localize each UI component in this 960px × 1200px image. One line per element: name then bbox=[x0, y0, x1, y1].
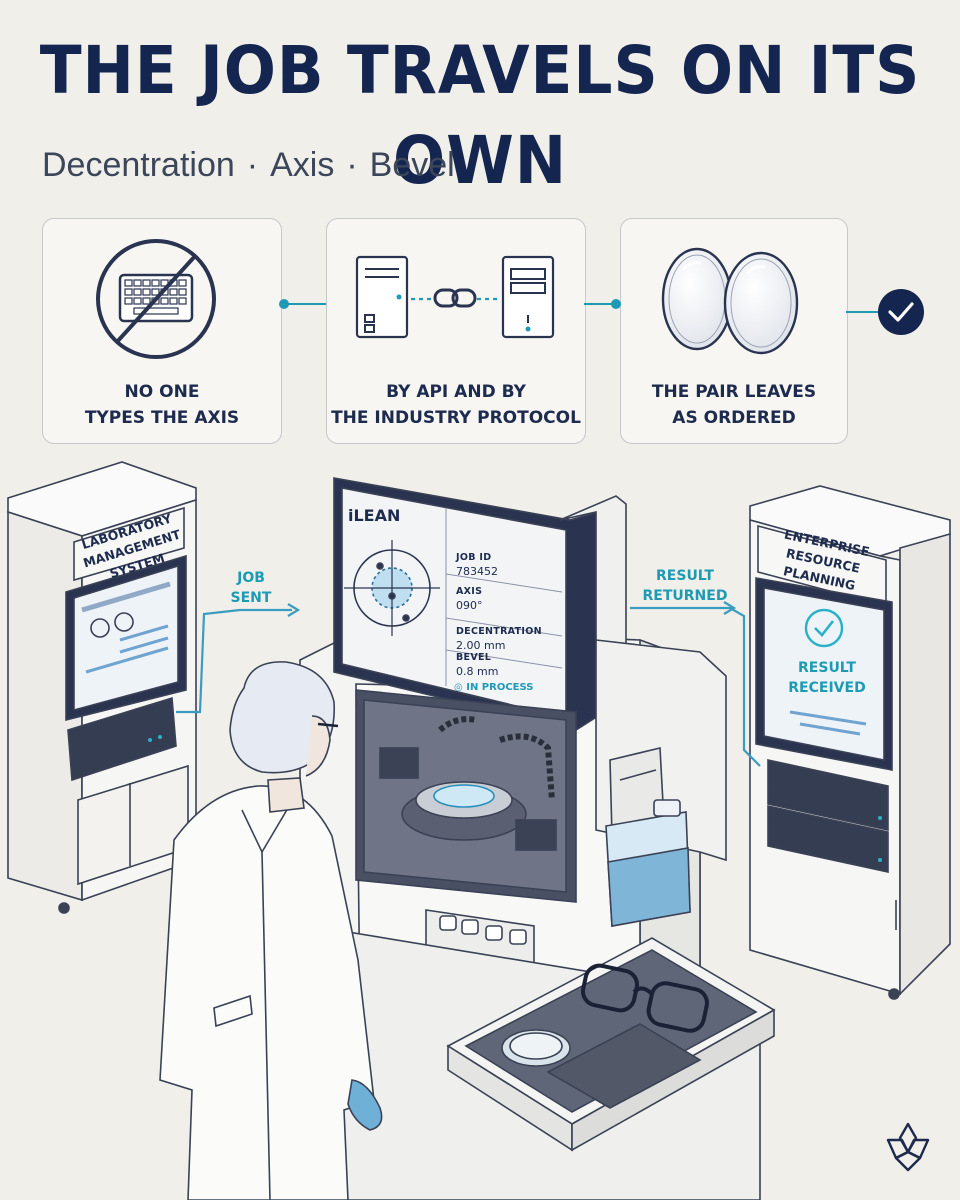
result-returned-line bbox=[630, 601, 761, 767]
job-sent-line bbox=[176, 603, 301, 714]
result-returned-label: RESULT RETURNED bbox=[642, 568, 728, 604]
linked-servers-icon bbox=[355, 255, 555, 339]
subtitle-separator: · bbox=[346, 146, 358, 184]
technician bbox=[159, 661, 383, 1200]
step-label-pair-leaves: THE PAIR LEAVES AS ORDERED bbox=[651, 382, 817, 428]
field-key: AXIS bbox=[456, 586, 483, 597]
field-key: BEVEL bbox=[456, 652, 492, 663]
lms-station bbox=[7, 461, 197, 914]
step-card-api-protocol: BY API AND BY THE INDUSTRY PROTOCOL bbox=[326, 218, 586, 444]
field-bevel: BEVEL 0.8 mm bbox=[456, 652, 498, 678]
step-connectors bbox=[279, 299, 878, 313]
brand-logo-icon bbox=[886, 1122, 930, 1172]
field-value: 090° bbox=[456, 599, 483, 612]
step-card-no-typing: NO ONE TYPES THE AXIS bbox=[42, 218, 282, 444]
lens-tray bbox=[446, 937, 776, 1152]
status-text: IN PROCESS bbox=[466, 682, 534, 693]
step-label-no-typing: NO ONE TYPES THE AXIS bbox=[84, 382, 240, 428]
subtitle: Decentration · Axis · Bevel bbox=[42, 146, 455, 185]
field-key: DECENTRATION bbox=[456, 626, 542, 637]
check-circle-icon bbox=[878, 289, 924, 335]
subtitle-item-axis: Axis bbox=[270, 146, 335, 184]
step-card-pair-leaves: THE PAIR LEAVES AS ORDERED bbox=[620, 218, 848, 444]
glasses-icon bbox=[581, 963, 709, 1033]
erp-station bbox=[749, 485, 951, 1000]
subtitle-separator: · bbox=[246, 146, 259, 184]
no-keyboard-icon bbox=[96, 239, 216, 359]
lens-pair-icon bbox=[661, 247, 799, 355]
page-title: THE JOB TRAVELS ON ITS OWN bbox=[39, 32, 921, 199]
job-sent-label: JOB SENT bbox=[230, 570, 272, 606]
field-job-id: JOB ID 783452 bbox=[456, 552, 498, 578]
field-value: 2.00 mm bbox=[456, 639, 506, 652]
subtitle-item-bevel: Bevel bbox=[369, 146, 455, 184]
field-decentration: DECENTRATION 2.00 mm bbox=[456, 626, 542, 652]
field-key: JOB ID bbox=[456, 552, 492, 563]
field-value: 0.8 mm bbox=[456, 665, 499, 678]
status-check-icon: ◎ bbox=[454, 682, 463, 693]
field-value: 783452 bbox=[456, 565, 498, 578]
machine-brand: iLEAN bbox=[348, 506, 401, 525]
erp-screen-status: RESULT RECEIVED bbox=[788, 660, 866, 696]
subtitle-item-decentration: Decentration bbox=[42, 146, 235, 184]
field-axis: AXIS 090° bbox=[456, 586, 483, 612]
step-label-api-protocol: BY API AND BY THE INDUSTRY PROTOCOL bbox=[331, 382, 581, 428]
status-badge: ◎ IN PROCESS bbox=[454, 682, 533, 693]
